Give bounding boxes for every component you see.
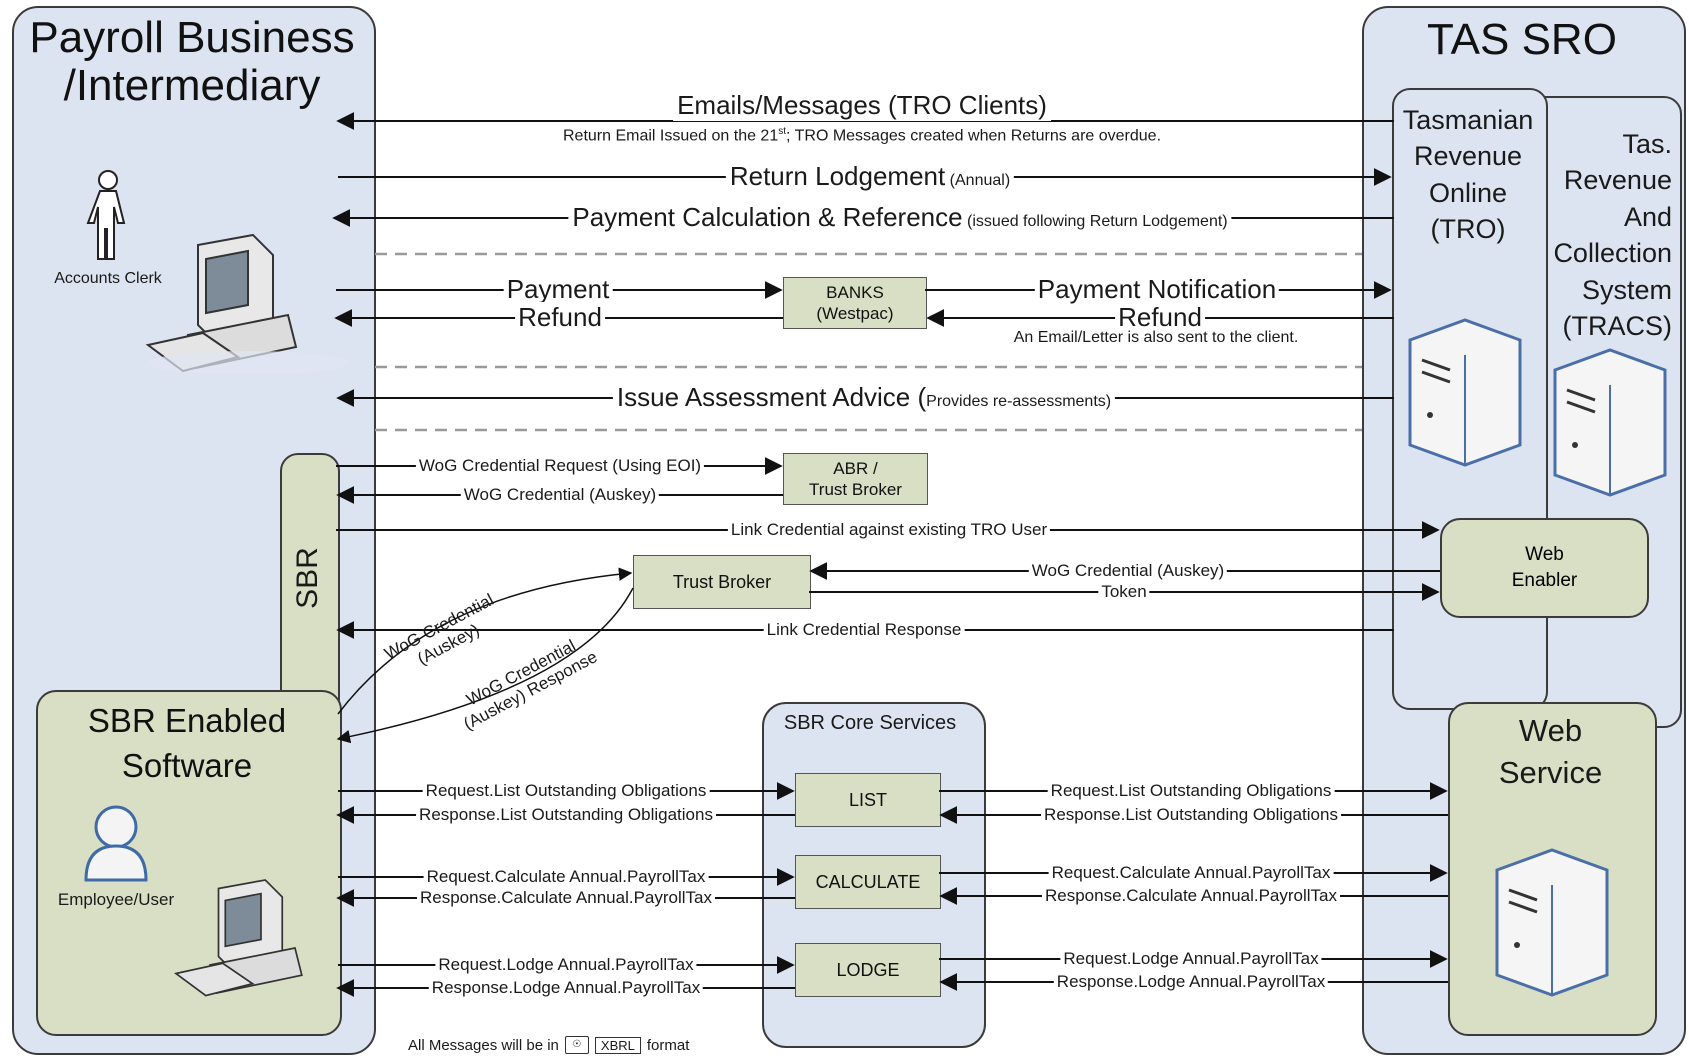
payment-label: Payment [503,274,613,305]
refund-right-label: Refund [1115,302,1205,333]
trust-broker-box: Trust Broker [633,555,811,609]
refund-label: Refund [515,302,605,333]
employee-user-icon [84,805,148,882]
tro-label: Tasmanian Revenue Online (TRO) [1402,105,1534,245]
payroll-business-title-line1: Payroll Business [29,13,355,62]
payment-calc-text: Payment Calculation & Reference [572,202,963,232]
curve-up-arrow [337,567,633,715]
req-list-right-label: Request.List Outstanding Obligations [1047,781,1335,801]
tas-sro-title: TAS SRO [1427,15,1617,64]
banks-box: BANKS (Westpac) [783,277,927,329]
xbrl-logo-icon: ☉ [564,1036,589,1054]
payment-calc-label: Payment Calculation & Reference (issued … [568,202,1232,233]
payroll-business-title: Payroll Business /Intermediary [14,14,370,110]
wog-credential-label: WoG Credential (Auskey) [460,485,660,505]
footer-text-b: format [646,1036,690,1054]
sbr-software-title: SBR Enabled Software [36,698,338,788]
link-response-label: Link Credential Response [763,620,965,640]
workstation-icon [145,233,348,375]
req-calc-left-label: Request.Calculate Annual.PayrollTax [423,867,709,887]
lodge-service-box: LODGE [795,943,941,997]
link-credential-label: Link Credential against existing TRO Use… [727,520,1051,540]
curve-down-arrow [336,587,634,744]
return-lodgement-note: (Annual) [949,172,1011,189]
emails-sub-sup: st [778,126,787,137]
emails-sub-part-b: ; TRO Messages created when Returns are … [786,127,1162,145]
assessment-label: Issue Assessment Advice (Provides re-ass… [612,382,1116,413]
resp-list-left-label: Response.List Outstanding Obligations [416,805,716,825]
web-enabler-box: Web Enabler [1440,518,1649,618]
refund-note-label: An Email/Letter is also sent to the clie… [1013,329,1299,346]
tro-server-icon [1408,318,1522,467]
payment-notification-label: Payment Notification [1034,274,1280,305]
emails-sub-label: Return Email Issued on the 21st; TRO Mes… [563,126,1161,145]
req-list-left-label: Request.List Outstanding Obligations [422,781,710,801]
abr-trust-broker-box: ABR / Trust Broker [783,453,928,505]
return-lodgement-text: Return Lodgement [729,161,946,191]
payroll-business-title-line2: /Intermediary [63,61,321,110]
accounts-clerk-icon [86,170,126,260]
xbrl-badge: XBRL [594,1036,641,1054]
footer-text-a: All Messages will be in [408,1036,559,1054]
emails-sub-part-a: Return Email Issued on the 21 [562,127,779,145]
sbr-core-services-title: SBR Core Services [783,712,957,734]
assessment-text: Issue Assessment Advice ( [616,382,927,412]
resp-lodge-right-label: Response.Lodge Annual.PayrollTax [1053,972,1329,992]
resp-calc-left-label: Response.Calculate Annual.PayrollTax [416,888,716,908]
wog-request-label: WoG Credential Request (Using EOI) [415,456,705,476]
req-lodge-right-label: Request.Lodge Annual.PayrollTax [1060,949,1322,969]
employee-workstation-icon [173,879,303,997]
resp-lodge-left-label: Response.Lodge Annual.PayrollTax [428,978,704,998]
footer-note: All Messages will be in ☉ XBRL format [408,1036,689,1054]
employee-user-label: Employee/User [57,890,175,909]
tracs-server-icon [1553,348,1667,497]
req-lodge-left-label: Request.Lodge Annual.PayrollTax [435,955,697,975]
wog-credential-right-label: WoG Credential (Auskey) [1028,561,1228,581]
sbr-software-title-line1: SBR Enabled [87,702,287,739]
web-service-server-icon [1495,848,1609,997]
payment-calc-note: (issued following Return Lodgement) [967,213,1228,230]
sbr-bar [280,453,340,717]
calculate-service-box: CALCULATE [795,855,941,909]
sbr-software-title-line2: Software [121,747,253,784]
token-label: Token [1098,582,1150,602]
return-lodgement-label: Return Lodgement (Annual) [725,161,1015,192]
assessment-note: Provides re-assessments) [926,393,1112,410]
accounts-clerk-label: Accounts Clerk [54,270,162,287]
emails-label: Emails/Messages (TRO Clients) [673,90,1051,121]
req-calc-right-label: Request.Calculate Annual.PayrollTax [1048,863,1334,883]
web-service-label: Web Service [1498,713,1603,790]
tracs-label: Tas. Revenue And Collection System (TRAC… [1553,129,1672,342]
list-service-box: LIST [795,773,941,827]
resp-list-right-label: Response.List Outstanding Obligations [1041,805,1341,825]
resp-calc-right-label: Response.Calculate Annual.PayrollTax [1041,886,1341,906]
